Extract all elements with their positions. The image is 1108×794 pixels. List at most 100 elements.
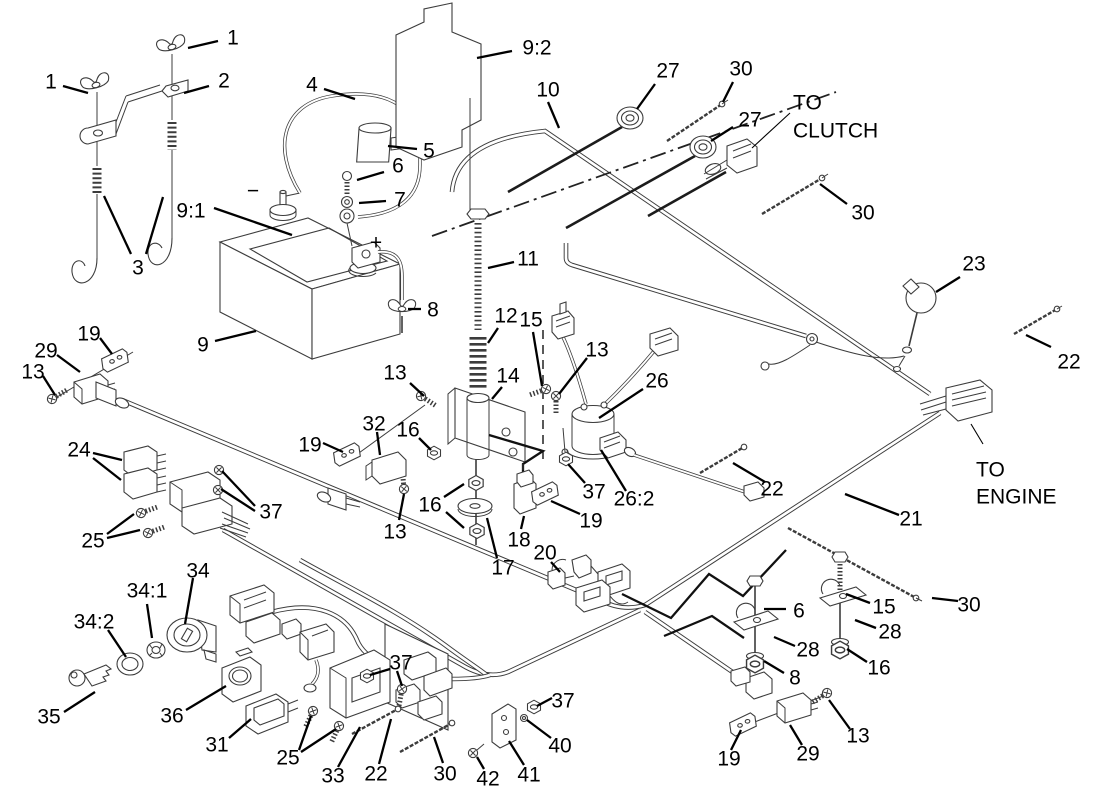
leader-line-8 (763, 660, 785, 674)
key (68, 669, 86, 687)
leader-line-29 (789, 724, 803, 746)
leader-line-TO (751, 112, 791, 149)
leader-line-3 (144, 196, 165, 255)
hex-nut (526, 699, 542, 715)
hex-nut (468, 474, 484, 492)
callout-1: 1 (227, 27, 239, 50)
callout-−: − (247, 180, 259, 203)
leader-line-40 (526, 719, 552, 739)
leader-line-41 (508, 740, 525, 766)
callout-3: 3 (132, 257, 144, 280)
leader-line-35 (63, 691, 96, 713)
callout-22: 22 (1057, 351, 1080, 374)
leader-line-3 (102, 195, 133, 255)
callout-13: 13 (383, 362, 406, 385)
callout-37: 37 (582, 481, 605, 504)
leader-line-24 (92, 457, 122, 481)
solenoid-assembly (551, 301, 765, 502)
leader-line-2 (183, 84, 210, 95)
callout-ENGINE: ENGINE (976, 486, 1057, 509)
callout-34:1: 34:1 (127, 580, 168, 603)
leader-line-28 (773, 635, 796, 648)
callout-13: 13 (846, 725, 869, 748)
relays-and-interlock-module (46, 347, 251, 539)
leader-line-34 (183, 577, 195, 625)
leader-line-16 (418, 437, 432, 451)
leader-line-13 (828, 699, 851, 730)
callout-+: + (370, 232, 382, 255)
callout-9:2: 9:2 (522, 37, 551, 60)
screw (213, 464, 225, 476)
leader-line-13 (42, 375, 56, 396)
callout-30: 30 (729, 58, 752, 81)
wing-nut (79, 71, 112, 92)
callout-30: 30 (851, 202, 874, 225)
clip (728, 711, 758, 738)
callout-CLUTCH: CLUTCH (793, 120, 878, 143)
leader-line-4 (323, 87, 356, 101)
leader-line-22 (1025, 333, 1052, 349)
leader-line-30 (819, 183, 848, 205)
clutch-lead-and-grommets (507, 99, 829, 230)
callout-TO: TO (793, 92, 822, 115)
callout-24: 24 (67, 439, 91, 462)
cover-panel (395, 2, 482, 213)
callout-8: 8 (427, 299, 439, 322)
leader-line-6 (356, 170, 385, 182)
callout-35: 35 (37, 706, 60, 729)
callout-37: 37 (259, 501, 282, 524)
leader-line-37 (369, 667, 391, 677)
hex-nut (830, 640, 850, 660)
callout-37: 37 (389, 652, 412, 675)
clip-and-switch-32 (316, 404, 426, 511)
switch-32 (371, 451, 407, 485)
battery-assembly (218, 92, 422, 360)
leader-line-5 (387, 144, 418, 151)
callout-34: 34 (186, 560, 210, 583)
callout-15: 15 (872, 596, 895, 619)
rivet (467, 747, 479, 759)
callout-TO: TO (976, 459, 1005, 482)
leader-line-28 (854, 618, 877, 630)
callout-36: 36 (160, 705, 183, 728)
callout-10: 10 (536, 79, 559, 102)
callout-13: 13 (383, 521, 406, 544)
leader-line-27 (636, 83, 656, 110)
leader-line-32 (375, 431, 382, 456)
leader-line-22 (377, 718, 393, 765)
callout-27: 27 (656, 60, 679, 83)
callout-28: 28 (796, 639, 819, 662)
callout-34:2: 34:2 (74, 611, 115, 634)
leader-line-12 (487, 327, 499, 344)
hex-nut (745, 654, 765, 674)
leader-line-33 (336, 726, 362, 768)
leader-line-42 (476, 756, 485, 770)
screw (415, 390, 438, 409)
screw (528, 383, 551, 399)
callout-13: 13 (585, 339, 608, 362)
callout-9: 9 (197, 334, 209, 357)
clutch-connector (726, 138, 758, 174)
callout-19: 19 (298, 434, 321, 457)
callout-29: 29 (34, 340, 57, 363)
callout-26:2: 26:2 (614, 488, 655, 511)
callout-21: 21 (899, 508, 922, 531)
hex-nut (359, 668, 375, 684)
callout-11: 11 (517, 248, 539, 271)
leader-line-34:2 (107, 629, 127, 658)
callout-8: 8 (789, 667, 801, 690)
callout-37: 37 (551, 690, 574, 713)
callout-18: 18 (507, 529, 530, 552)
callout-7: 7 (394, 189, 406, 212)
ignition-switch-cluster (68, 584, 335, 735)
screw (135, 503, 158, 519)
leader-line-9 (214, 329, 257, 343)
leader-line-19 (99, 337, 113, 355)
leader-line-20 (550, 561, 561, 573)
jbolt-and-bracket-assembly (71, 33, 189, 284)
screw (551, 391, 560, 413)
callout-15: 15 (519, 309, 542, 332)
callout-12: 12 (494, 305, 517, 328)
clip (100, 347, 130, 374)
callout-40: 40 (548, 735, 571, 758)
